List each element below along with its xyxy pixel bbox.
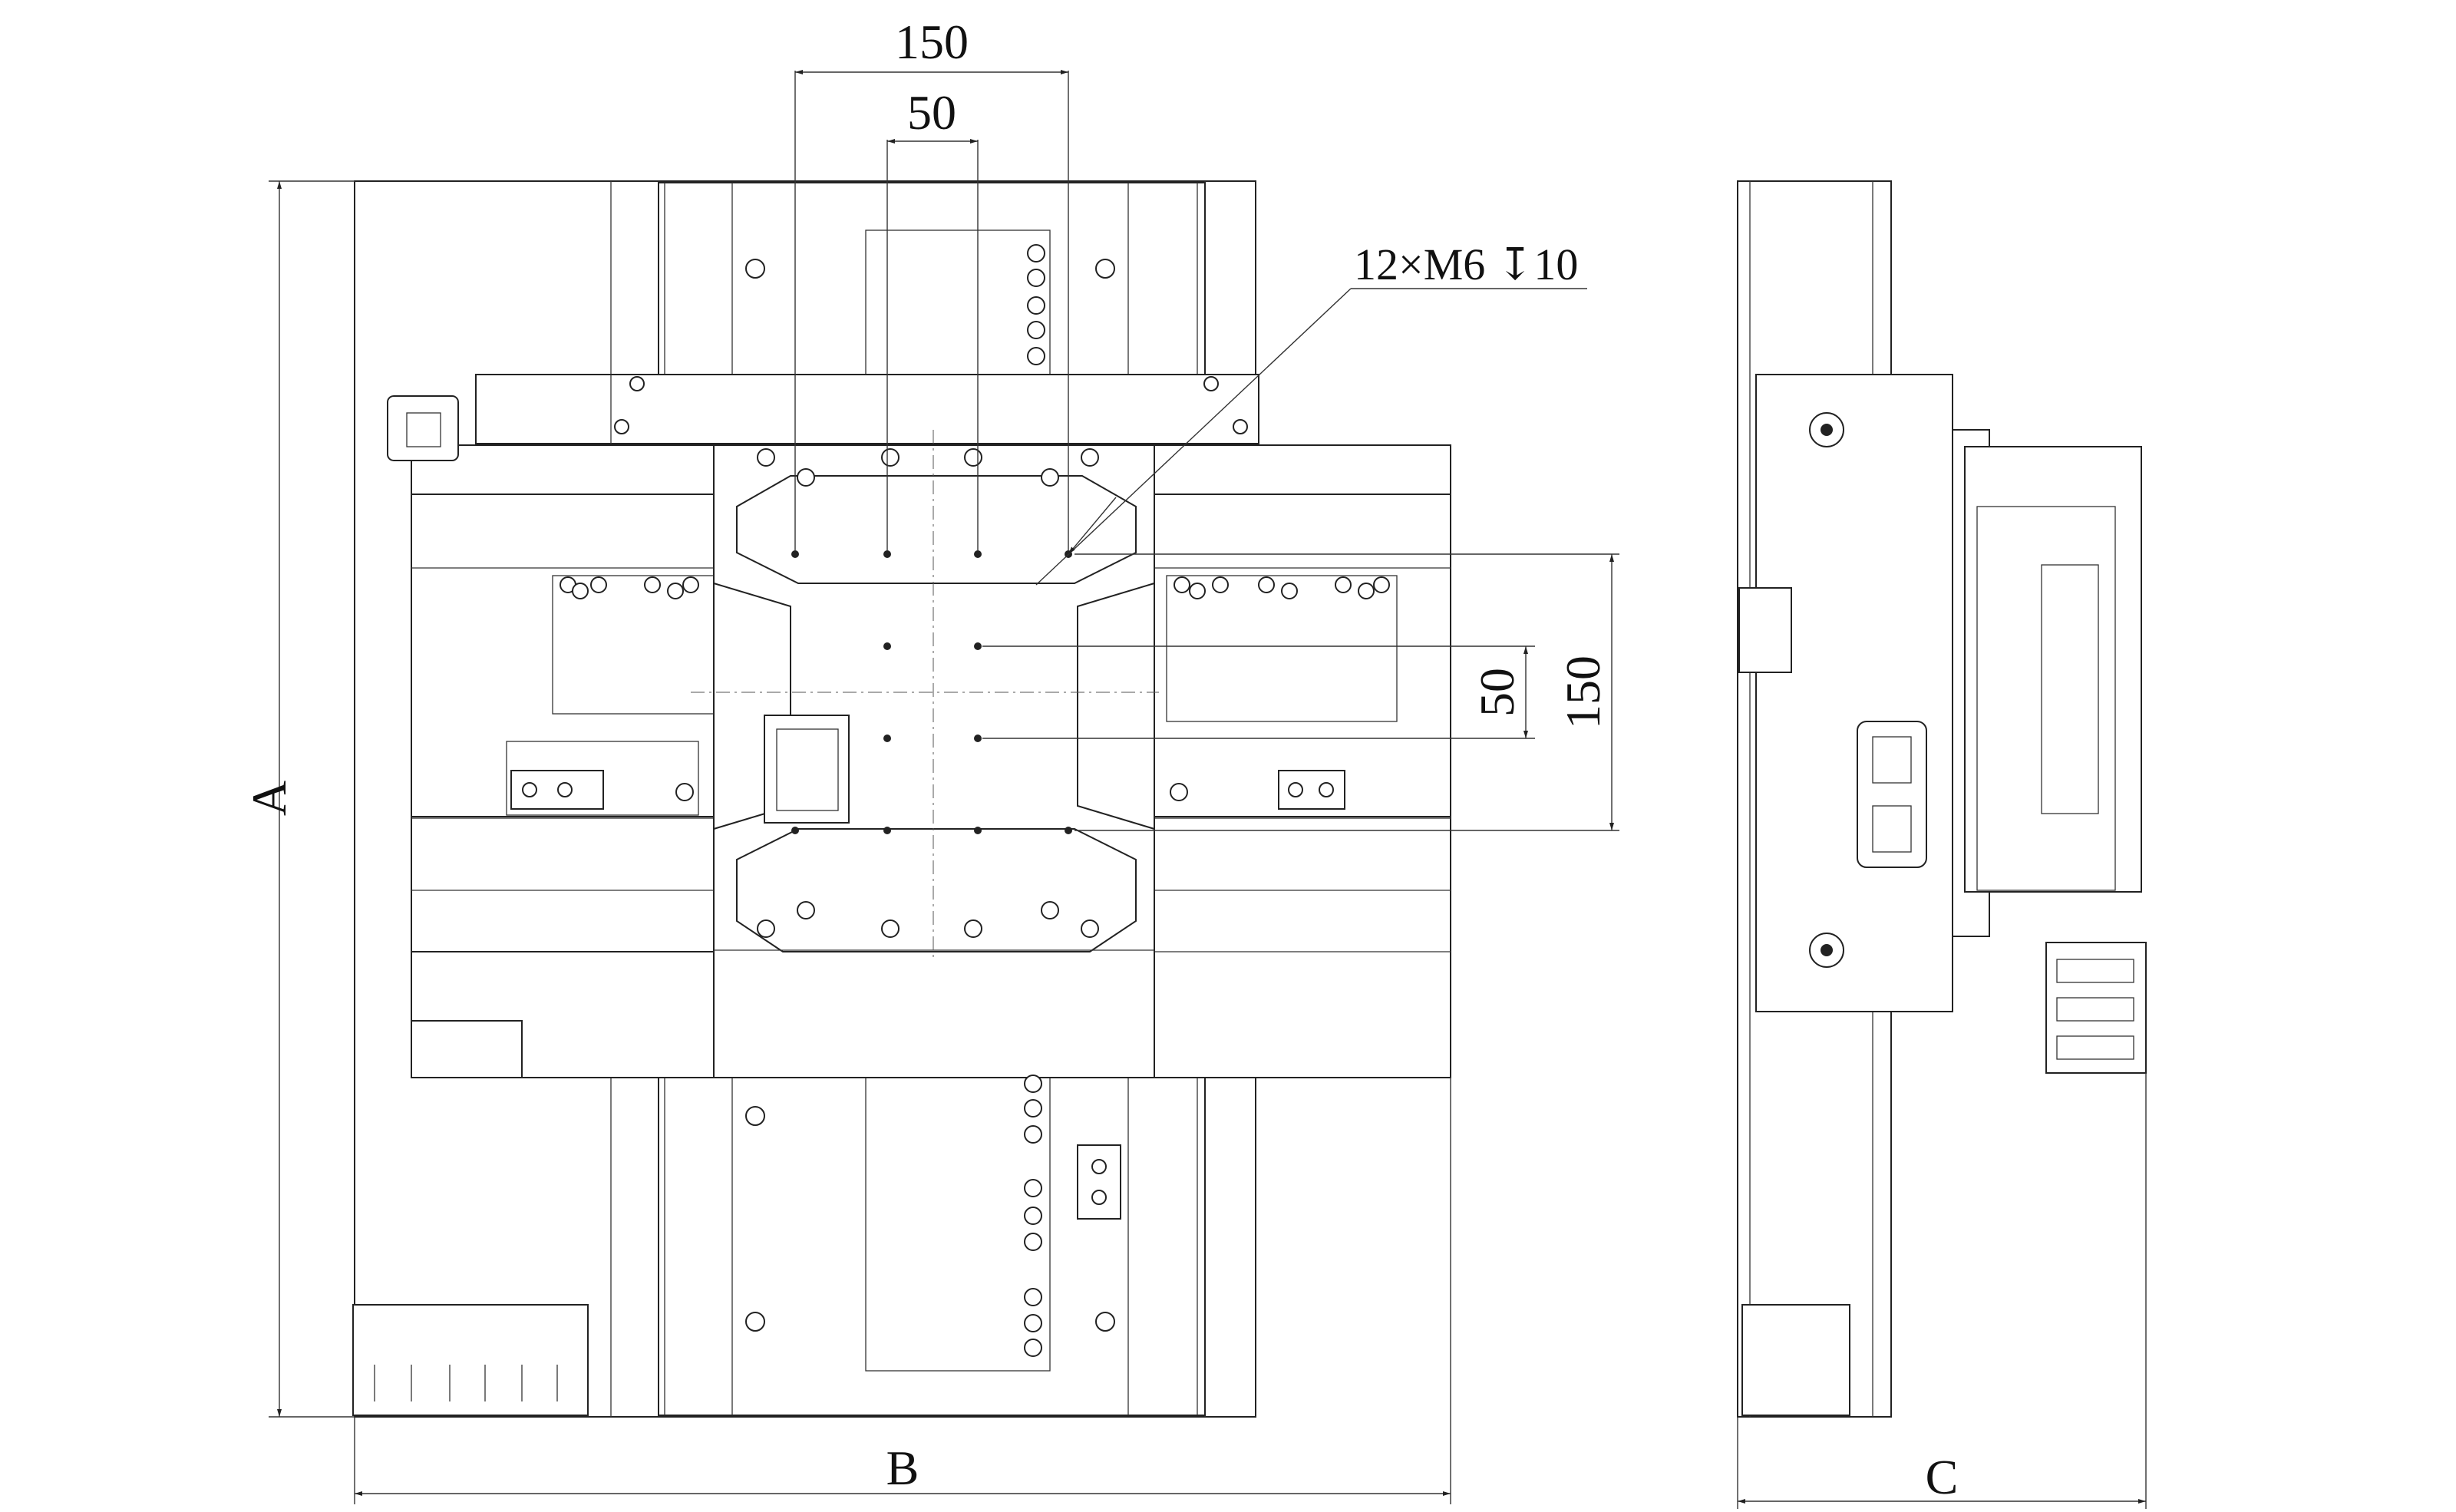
dim-depth-c: C [1926,1450,1959,1504]
dim-right-150: 150 [1556,655,1610,729]
dim-height-a: A [242,781,296,816]
side-view [1737,180,2147,1418]
connector-block [352,1304,589,1416]
limit-switch-lower [1077,1144,1121,1220]
front-view [352,180,1451,1418]
mounting-hole-grid [791,550,1072,834]
side-switch-block [2045,942,2147,1074]
side-x-module [1964,446,2142,893]
side-clamp [387,395,459,461]
carriage-bolts [560,244,1390,1357]
side-connector [1857,721,1927,868]
dim-top-150: 150 [895,15,969,69]
dim-top-50: 50 [907,85,956,140]
side-bracket [1738,587,1792,673]
side-carriage [1755,374,1953,1012]
dim-width-b: B [886,1441,919,1495]
dim-right-50: 50 [1470,668,1524,717]
top-beam [475,374,1259,444]
thread-callout: 12×M6 ↧10 [1354,239,1578,289]
sensor-plate [764,715,850,824]
dimension-lines [269,70,2147,1509]
